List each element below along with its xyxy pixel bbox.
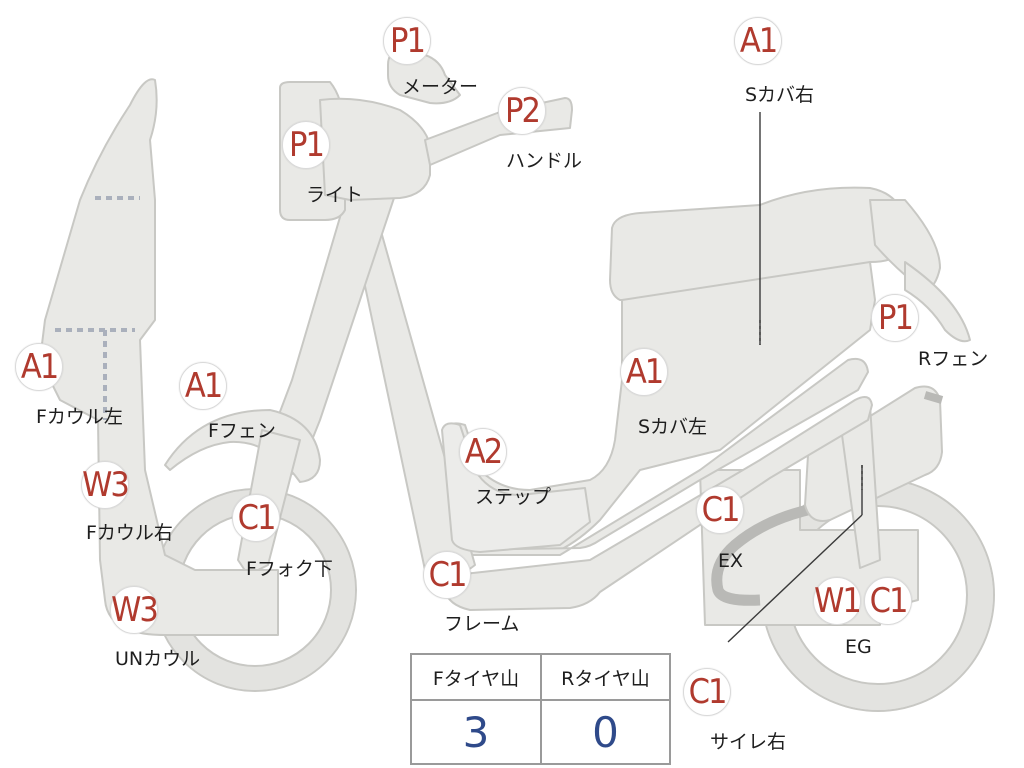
grade-badge-s-cover-left: A1 (620, 348, 668, 396)
muffler-tip (923, 391, 944, 404)
grade-badge-f-cowl-left: A1 (15, 343, 63, 391)
part-label-under-cowl: UNカウル (115, 648, 201, 670)
part-label-light: ライト (306, 184, 364, 206)
rear-tire-header: Rタイヤ山 (542, 655, 669, 701)
grade-badge-engine-w: W1 (813, 577, 862, 625)
part-label-f-cowl-left: Fカウル左 (36, 406, 123, 428)
rear-tire-value: 0 (592, 707, 619, 757)
exhaust-pipe (711, 499, 833, 606)
grade-badge-f-fork-lower: C1 (232, 494, 280, 542)
part-label-s-cover-right: Sカバ右 (745, 84, 815, 106)
grade-badge-f-fender: A1 (179, 362, 227, 410)
grade-badge-engine-c: C1 (864, 577, 912, 625)
part-label-r-fender: Rフェン (918, 348, 989, 370)
part-label-f-fork-lower: Fフォク下 (246, 558, 333, 580)
grade-badge-frame: C1 (423, 551, 471, 599)
part-label-f-cowl-right: Fカウル右 (86, 522, 173, 544)
part-label-step: ステップ (475, 486, 552, 508)
tire-tread-table: Fタイヤ山 Rタイヤ山 3 0 (410, 653, 671, 765)
rear-fender-tail (904, 261, 971, 343)
front-fender (164, 409, 321, 483)
grade-badge-under-cowl: W3 (110, 586, 159, 634)
part-label-meter: メーター (402, 76, 479, 98)
front-tire-header: Fタイヤ山 (412, 655, 540, 701)
part-label-muffler-right: サイレ右 (710, 731, 787, 753)
grade-badge-exhaust: C1 (696, 486, 744, 534)
grade-badge-meter: P1 (383, 17, 431, 65)
step-panel (441, 422, 591, 553)
part-label-engine: EG (845, 636, 872, 658)
front-tire-value: 3 (462, 707, 490, 757)
grade-badge-light: P1 (282, 121, 330, 169)
grade-badge-step: A2 (459, 428, 507, 476)
engine-unit (699, 469, 919, 626)
part-label-frame: フレーム (444, 613, 520, 635)
main-frame (444, 395, 873, 611)
grade-badge-handle: P2 (498, 87, 546, 135)
table-divider (540, 655, 542, 763)
grade-badge-s-cover-right: A1 (734, 17, 782, 65)
grade-badge-r-fender: P1 (871, 294, 919, 342)
floor-frame (444, 357, 869, 556)
handle-cover (319, 97, 431, 201)
grade-badge-muffler-right: C1 (683, 668, 731, 716)
grade-badge-f-cowl-right: W3 (81, 461, 130, 509)
part-label-s-cover-left: Sカバ左 (638, 416, 708, 438)
part-label-handle: ハンドル (506, 150, 583, 172)
part-label-f-fender: Fフェン (208, 420, 276, 442)
part-label-exhaust: EX (718, 550, 744, 572)
